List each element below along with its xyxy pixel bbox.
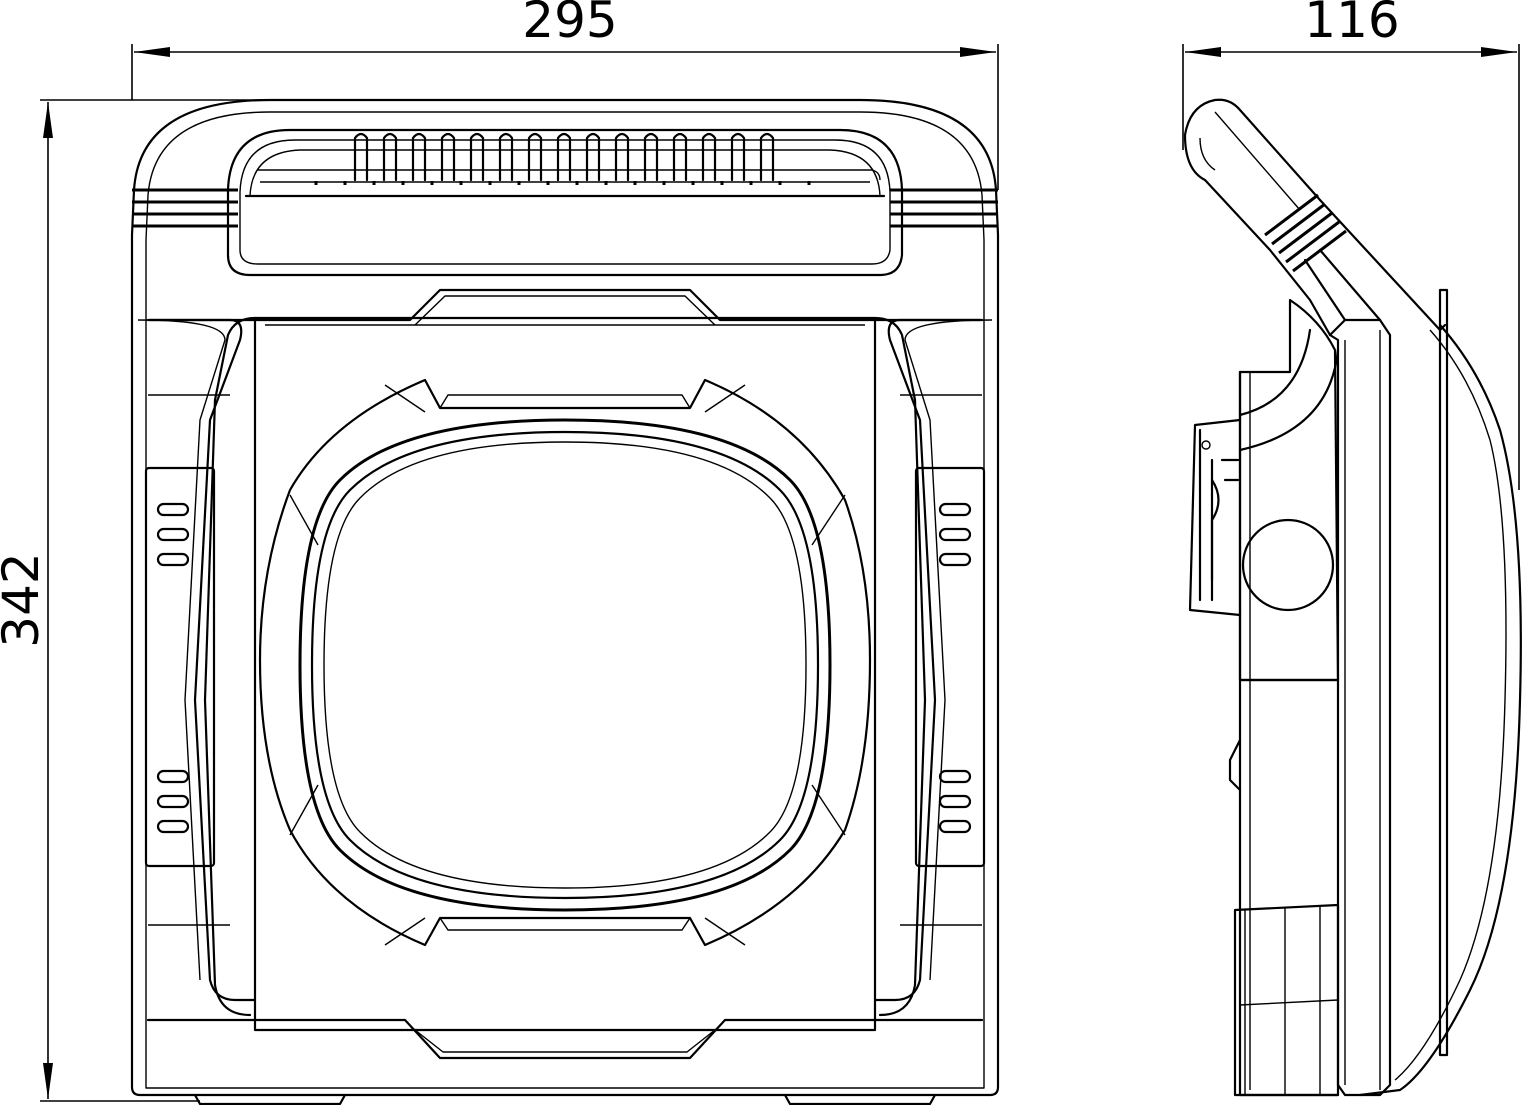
grip-rib <box>353 132 369 182</box>
grip-rib <box>585 132 601 182</box>
side-handle-arm <box>1183 98 1447 332</box>
grip-rib <box>672 132 688 182</box>
dimension-width: 295 <box>131 0 999 190</box>
grip-rib <box>701 132 717 182</box>
vent-slots-right-bottom <box>938 769 972 834</box>
side-view <box>1183 98 1522 1097</box>
front-panel <box>253 316 877 1032</box>
side-clip-bracket <box>1188 418 1242 617</box>
bottom-feet <box>193 1093 937 1105</box>
grip-rib <box>527 132 543 182</box>
grip-rib <box>469 132 485 182</box>
grip-rib <box>440 132 456 182</box>
grip-rib <box>759 132 775 182</box>
side-switch <box>1228 738 1242 792</box>
side-back-shell <box>1358 323 1522 1097</box>
right-stand-leg <box>873 316 993 1017</box>
grip-rib <box>614 132 630 182</box>
front-view <box>130 98 1000 1105</box>
dimension-width-label: 295 <box>522 0 617 49</box>
grip-rib <box>556 132 572 182</box>
side-knob <box>1241 518 1335 612</box>
grip-rib <box>730 132 746 182</box>
lens-frame <box>298 418 832 912</box>
vent-slots-right-top <box>938 502 972 567</box>
dimension-height-label: 342 <box>0 552 50 647</box>
left-stand-leg <box>137 316 257 1017</box>
top-lid <box>146 288 984 322</box>
vent-slots-left-top <box>156 502 190 567</box>
grip-rib <box>411 132 427 182</box>
dimension-depth: 116 <box>1182 0 1520 490</box>
bottom-lid <box>146 1018 984 1060</box>
side-body <box>1238 298 1340 682</box>
grip-rib <box>643 132 659 182</box>
side-front-plate <box>1328 318 1392 1097</box>
grip-rib <box>382 132 398 182</box>
side-bottom-cap <box>1233 903 1340 1097</box>
dimension-height: 342 <box>0 99 280 1102</box>
handle-band-right <box>890 188 998 228</box>
handle-opening <box>226 128 904 277</box>
grip-rib <box>498 132 514 182</box>
handle-grip-ribs <box>314 132 811 185</box>
dimension-depth-label: 116 <box>1304 0 1399 49</box>
front-outer-shell <box>130 98 1000 1097</box>
handle-band-left <box>132 188 238 228</box>
vent-slots-left-bottom <box>156 769 190 834</box>
